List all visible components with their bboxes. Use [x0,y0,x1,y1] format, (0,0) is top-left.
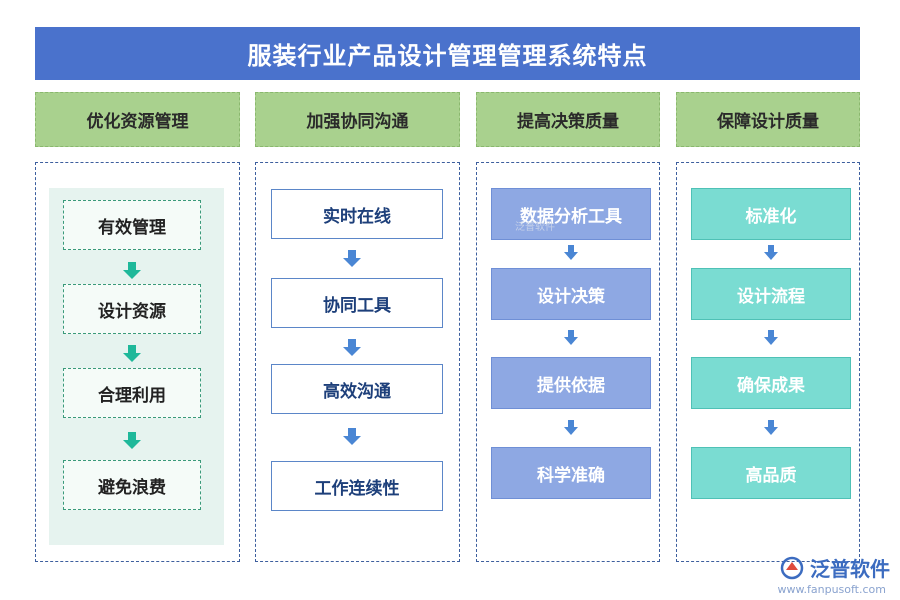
node-col2-1: 实时在线 [271,189,443,239]
node-col2-2: 协同工具 [271,278,443,328]
arrow-down-icon [343,250,361,267]
node-col2-3: 高效沟通 [271,364,443,414]
brand-logo-icon [780,556,804,579]
arrow-down-icon [764,245,778,260]
node-col4-2: 设计流程 [691,268,851,320]
brand-name: 泛普软件 [810,557,890,581]
node-col4-1: 标准化 [691,188,851,240]
column-header-3: 提高决策质量 [476,92,660,147]
arrow-down-icon [123,345,141,362]
arrow-down-icon [123,262,141,279]
arrow-down-icon [343,428,361,445]
arrow-down-icon [343,339,361,356]
node-col3-2: 设计决策 [491,268,651,320]
node-col3-1: 数据分析工具 [491,188,651,240]
node-col1-4: 避免浪费 [63,460,201,510]
node-col1-3: 合理利用 [63,368,201,418]
arrow-down-icon [764,420,778,435]
arrow-down-icon [123,432,141,449]
node-col3-4: 科学准确 [491,447,651,499]
brand-watermark: 泛普软件 [780,553,890,582]
column-header-4: 保障设计质量 [676,92,860,147]
arrow-down-icon [764,330,778,345]
column-header-2: 加强协同沟通 [255,92,460,147]
column-header-1: 优化资源管理 [35,92,240,147]
arrow-down-icon [564,420,578,435]
node-col3-3: 提供依据 [491,357,651,409]
node-col4-4: 高品质 [691,447,851,499]
arrow-down-icon [564,245,578,260]
node-col1-1: 有效管理 [63,200,201,250]
node-col2-4: 工作连续性 [271,461,443,511]
arrow-down-icon [564,330,578,345]
diagram-title: 服装行业产品设计管理管理系统特点 [35,27,860,80]
node-col4-3: 确保成果 [691,357,851,409]
node-col1-2: 设计资源 [63,284,201,334]
brand-url: www.fanpusoft.com [777,583,886,596]
inline-watermark: 泛普软件 [515,222,555,233]
